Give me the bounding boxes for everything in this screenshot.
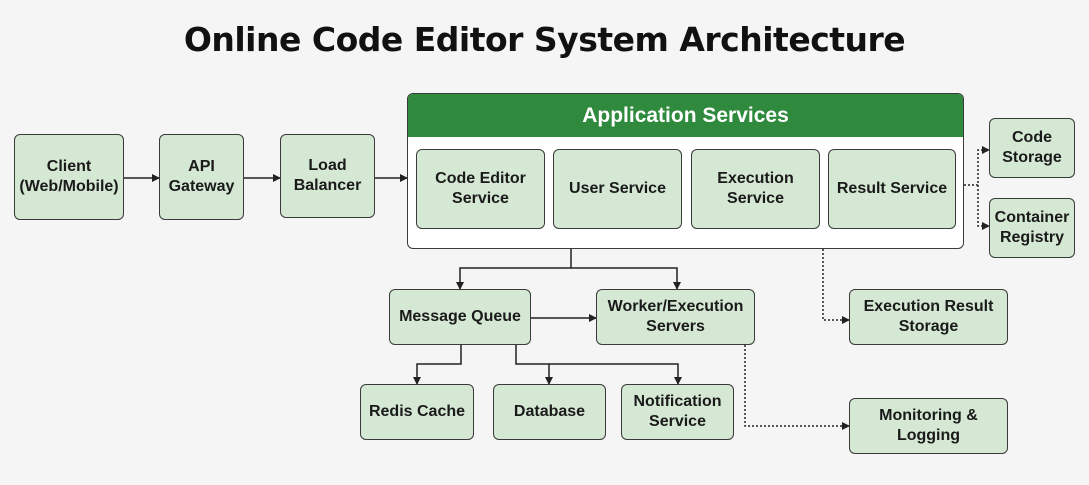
dotted-link-to-code-storage: [964, 146, 990, 186]
application-services-header: Application Services: [408, 94, 963, 137]
arrow-message-queue-to-notification: [549, 363, 682, 385]
database-node: Database: [493, 384, 606, 440]
diagram-title: Online Code Editor System Architecture: [183, 20, 906, 59]
user-service-node: User Service: [553, 149, 682, 229]
result-service-node: Result Service: [828, 149, 956, 229]
arrow-message-queue-to-redis: [413, 345, 462, 385]
redis-cache-node: Redis Cache: [360, 384, 474, 440]
message-queue-node: Message Queue: [389, 289, 531, 345]
arrow-message-queue-to-database: [515, 345, 553, 385]
dotted-link-to-execution-result-storage: [822, 249, 850, 324]
dotted-link-to-container-registry: [977, 185, 990, 230]
arrow-app-to-worker-servers: [571, 267, 681, 290]
monitoring-logging-node: Monitoring &Logging: [849, 398, 1008, 454]
arrow-app-to-message-queue: [456, 249, 572, 290]
dotted-link-to-monitoring: [744, 345, 850, 430]
client-node: Client(Web/Mobile): [14, 134, 124, 220]
